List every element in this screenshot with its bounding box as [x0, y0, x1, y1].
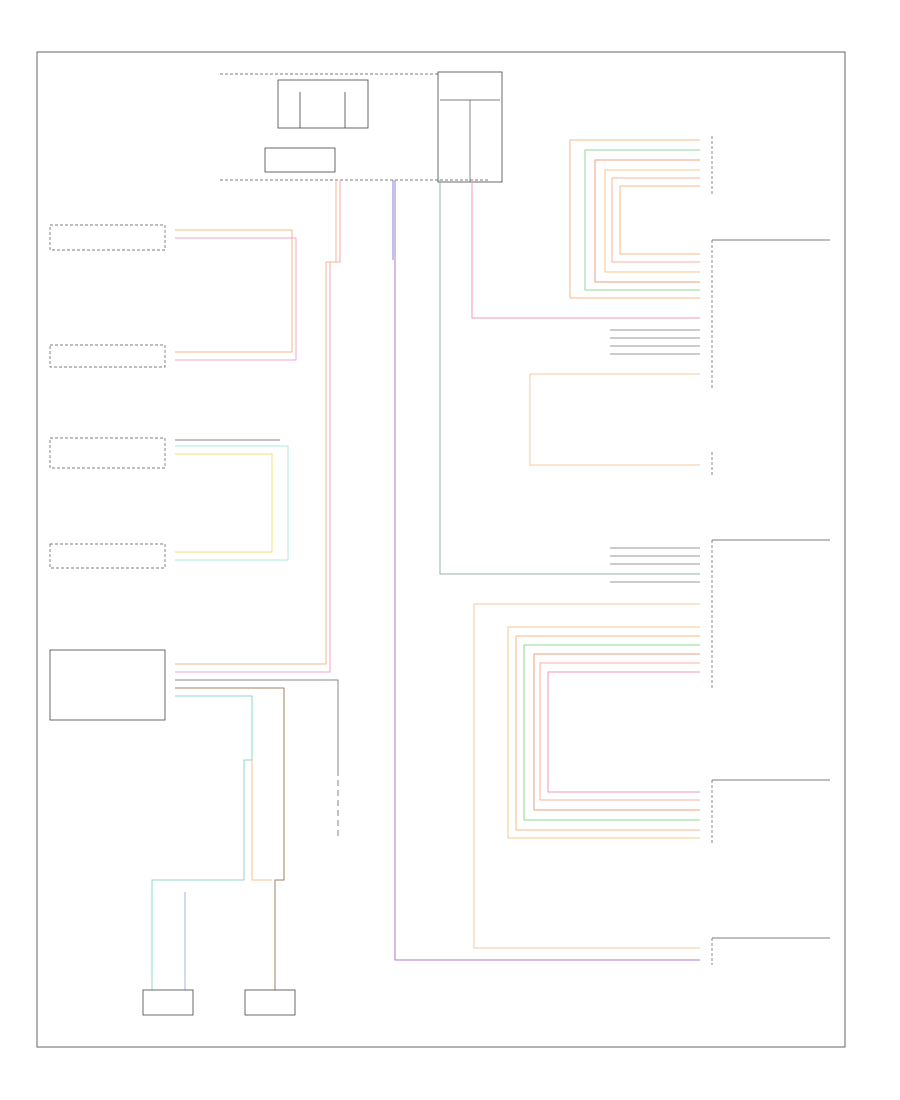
circuit-breaker-box [264, 147, 336, 173]
rear-heated-seat-switch [49, 649, 166, 721]
passenger-power-mirror [711, 779, 830, 845]
right-rear-seat-heater [244, 989, 296, 1016]
driver-mirror-wires [569, 139, 700, 299]
driver-module-wires [529, 329, 700, 466]
diagram-frame [36, 51, 846, 1048]
seat-switch-wires [151, 679, 339, 1000]
top-power-section [220, 71, 503, 183]
left-rear-seat-heater [142, 892, 194, 1016]
left-front-mirror-switch [49, 437, 166, 469]
trunk-wires [175, 180, 700, 961]
passenger-module-wires [473, 547, 700, 949]
left-rear-switch [49, 543, 166, 569]
right-mirror-wires [175, 229, 297, 361]
passenger-mirror-wires [507, 626, 700, 839]
driver-door-module [711, 239, 830, 390]
passenger-power-door-lock-switch [711, 937, 830, 965]
right-front-mirror-switch [49, 224, 166, 251]
right-rear-switch [49, 344, 166, 368]
passenger-door-module [711, 539, 830, 690]
left-mirror-wires [175, 439, 289, 561]
fuse-block-1 [277, 79, 369, 129]
